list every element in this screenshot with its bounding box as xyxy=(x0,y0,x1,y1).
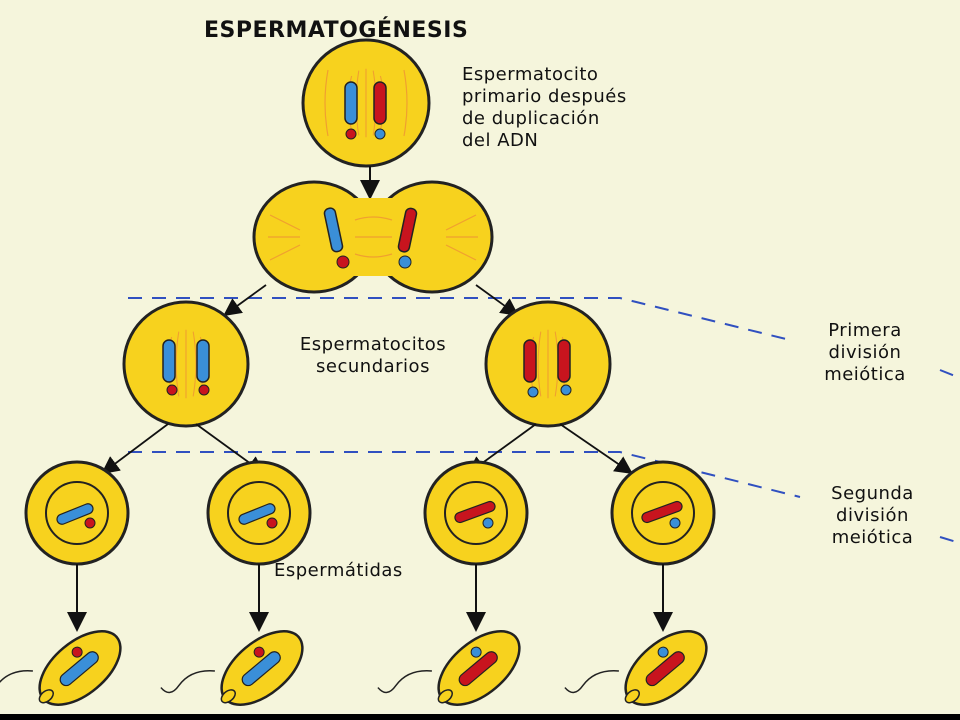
first-division-line-end xyxy=(939,369,960,379)
secondary-spermatocytes-label: Espermatocitos secundarios xyxy=(299,334,447,377)
spermatid-3 xyxy=(423,460,529,566)
arrow-left-to-spermatid-1 xyxy=(101,423,169,475)
arrow-right-to-spermatid-4 xyxy=(559,423,633,475)
second-division-label: Segunda división meiótica xyxy=(831,483,914,548)
spermatid-2 xyxy=(206,460,312,566)
sperm-1 xyxy=(0,630,122,706)
secondary-spermatocyte-left xyxy=(122,300,250,428)
sperm-3 xyxy=(377,630,521,706)
primary-spermatocyte-label: Espermatocito primario después de duplic… xyxy=(462,64,627,151)
arrow-dividing-to-left xyxy=(223,284,267,317)
second-division-line xyxy=(128,451,801,498)
spermatid-1 xyxy=(24,460,130,566)
arrow-dividing-to-right xyxy=(475,284,519,317)
spermatids-label: Espermátidas xyxy=(274,560,403,581)
second-division-line-end xyxy=(939,536,960,544)
page-title: ESPERMATOGÉNESIS xyxy=(204,18,469,43)
dividing-cell xyxy=(252,180,494,294)
primary-spermatocyte-cell xyxy=(301,38,431,168)
spermatid-4 xyxy=(610,460,716,566)
first-division-label: Primera división meiótica xyxy=(824,320,906,385)
first-division-line xyxy=(128,297,791,341)
sperm-4 xyxy=(564,630,708,706)
secondary-spermatocyte-right xyxy=(484,300,612,428)
sperm-2 xyxy=(160,630,304,706)
